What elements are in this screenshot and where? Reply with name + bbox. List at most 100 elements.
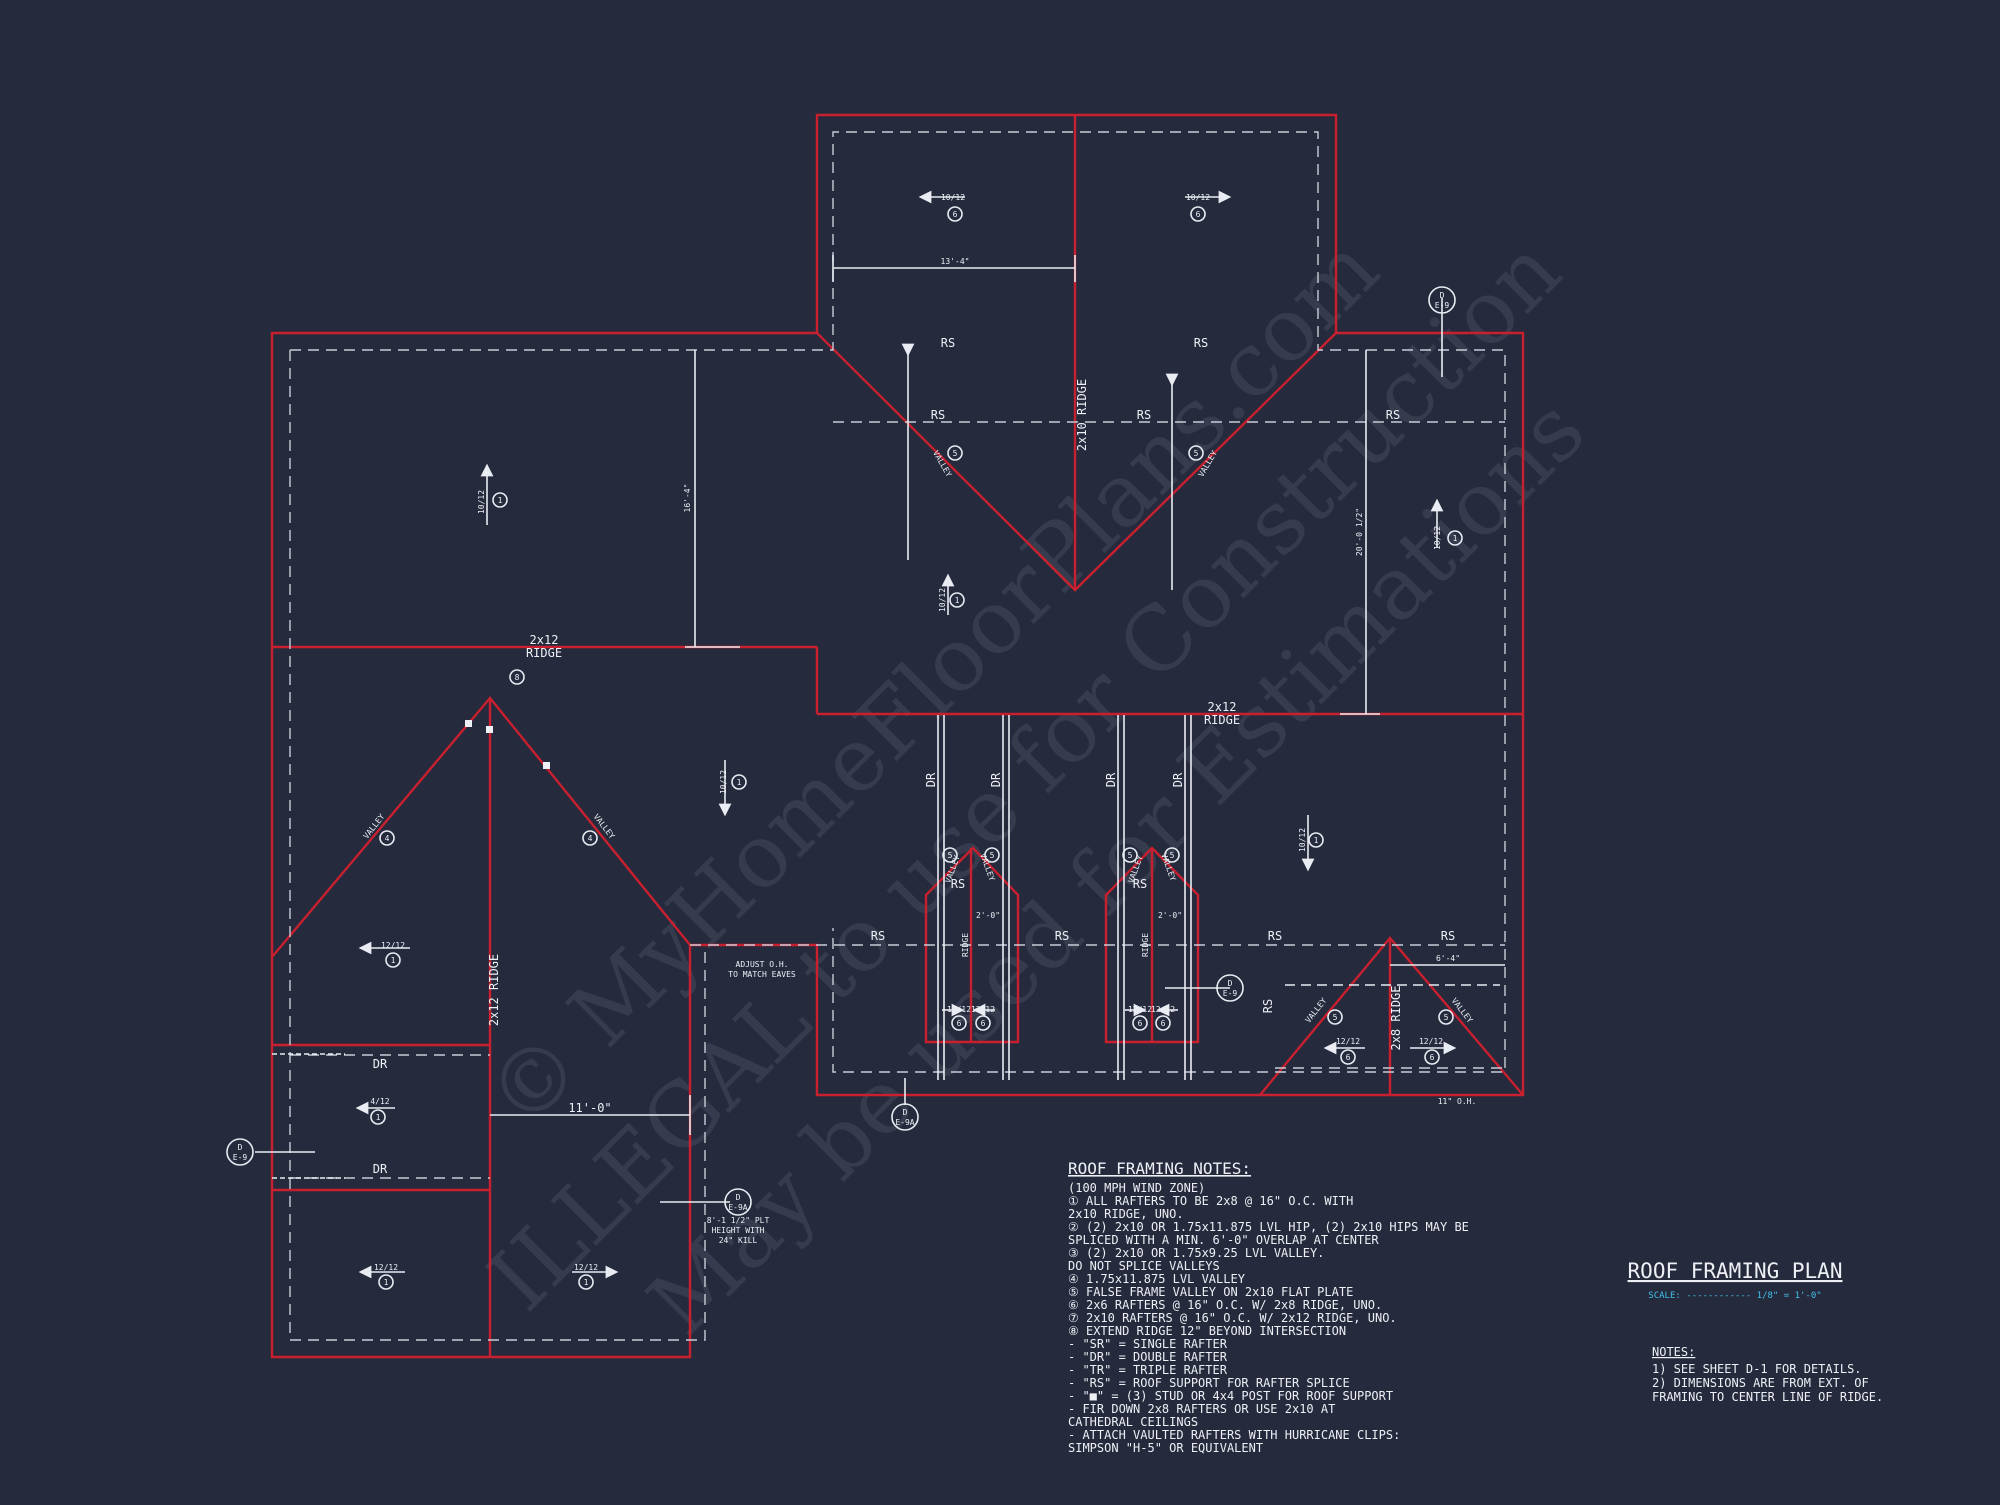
note-line: (100 MPH WIND ZONE) [1068,1181,1205,1195]
pitch-label: 12/12 [574,1263,598,1272]
svg-text:8: 8 [515,673,520,682]
svg-text:D: D [1228,979,1233,988]
rs-labels: RS RS RS RS RS RS RS RS RS RS RS RS [871,336,1455,1013]
detail-marker-bottom: DE-9A [891,1103,919,1131]
callout-text: HEIGHT WITH [712,1226,765,1235]
rs-label: RS [931,408,945,422]
pitch-label: 10/12 [941,193,965,202]
note-line: ④ 1.75x11.875 LVL VALLEY [1068,1272,1246,1286]
callout-1: 1 [492,492,508,508]
svg-text:6: 6 [1138,1019,1143,1028]
valley-v [816,332,1337,592]
general-notes: NOTES: 1) SEE SHEET D-1 FOR DETAILS. 2) … [1652,1345,1883,1404]
pitch-arrows [355,190,1457,1279]
svg-text:5: 5 [953,449,958,458]
callout-text: 8'-1 1/2" PLT [707,1216,770,1225]
note-line: - "RS" = ROOF SUPPORT FOR RAFTER SPLICE [1068,1376,1350,1390]
svg-text:5: 5 [1194,449,1199,458]
svg-text:1: 1 [498,496,503,505]
post-square [486,726,493,733]
dimension: 11" O.H. [1438,1097,1477,1106]
dimension: 16'-4" [683,484,692,513]
roof-framing-notes: ROOF FRAMING NOTES: (100 MPH WIND ZONE) … [1068,1159,1469,1455]
post-square [465,720,472,727]
ridge-label: 2x10 RIDGE [1075,379,1089,451]
svg-text:6: 6 [957,1019,962,1028]
svg-text:1: 1 [955,596,960,605]
callout-6: 6 [975,1015,991,1031]
note-line: ① ALL RAFTERS TO BE 2x8 @ 16" O.C. WITH [1068,1194,1353,1208]
svg-text:5: 5 [1170,851,1175,860]
svg-text:D: D [903,1108,908,1117]
callout-6: 6 [1424,1049,1440,1065]
svg-text:1: 1 [1453,534,1458,543]
svg-text:E-9: E-9 [1223,989,1238,998]
detail-marker-center: DE-9 [1216,974,1244,1002]
svg-text:5: 5 [1444,1013,1449,1022]
pitch-label: 10/12 [938,588,947,612]
callout-5: 5 [1438,1009,1454,1025]
text-callouts: ADJUST O.H. TO MATCH EAVES 8'-1 1/2" PLT… [707,960,796,1245]
drawing-scale: SCALE: ------------ 1/8" = 1'-0" [1648,1291,1821,1301]
callout-6: 6 [1132,1015,1148,1031]
callout-6: 6 [1190,206,1206,222]
callout-text: ADJUST O.H. [736,960,789,969]
general-note-line: FRAMING TO CENTER LINE OF RIDGE. [1652,1390,1883,1404]
note-line: ⑧ EXTEND RIDGE 12" BEYOND INTERSECTION [1068,1324,1346,1338]
note-line: - "■" = (3) STUD OR 4x4 POST FOR ROOF SU… [1068,1389,1393,1403]
title-block: ROOF FRAMING PLAN SCALE: ------------ 1/… [1628,1259,1843,1301]
pitch-label: 10/12 [1298,828,1307,852]
ridge-label: RIDGE [1141,933,1150,957]
callout-5: 5 [1188,445,1204,461]
detail-marker-top-right: DE-9 [1428,286,1456,314]
dormer-2 [1104,846,1200,1044]
ridge-label: 2x8 RIDGE [1389,985,1403,1050]
dr-label: DR [373,1162,388,1176]
pitch-label: 4/12 [370,1097,389,1106]
note-line: - "DR" = DOUBLE RAFTER [1068,1350,1228,1364]
dr-label: DR [989,772,1003,787]
pitch-label: 10/12 [477,490,486,514]
svg-text:1: 1 [737,778,742,787]
dr-label: DR [1104,772,1118,787]
svg-text:5: 5 [1128,851,1133,860]
svg-text:1: 1 [384,1278,389,1287]
svg-text:6: 6 [1430,1053,1435,1062]
rs-label: RS [1386,408,1400,422]
detail-markers: DE-9 DE-9 DE-9A DE-9 DE-9A [226,286,1456,1216]
dr-label: DR [1171,772,1185,787]
note-line: DO NOT SPLICE VALLEYS [1068,1259,1220,1273]
svg-text:4: 4 [588,834,593,843]
pitch-labels: 10/12 10/12 10/12 10/12 10/12 10/12 10/1… [370,193,1443,1272]
rs-label: RS [1194,336,1208,350]
svg-text:5: 5 [948,851,953,860]
dimension: 2'-0" [1158,911,1182,920]
valley-label: VALLEY [1450,996,1475,1024]
callout-1: 1 [578,1274,594,1290]
pitch-label: 12/12 [971,1005,995,1014]
pitch-label: 12/12 [1336,1037,1360,1046]
drawing-title: ROOF FRAMING PLAN [1628,1259,1843,1283]
note-line: - FIR DOWN 2x8 RAFTERS OR USE 2x10 AT [1068,1402,1335,1416]
note-line: CATHEDRAL CEILINGS [1068,1415,1198,1429]
ridge-label: RIDGE [1204,713,1240,727]
callout-1: 1 [378,1274,394,1290]
callout-1: 1 [1308,832,1324,848]
svg-text:D: D [1440,291,1445,300]
dimension: 2'-0" [976,911,1000,920]
svg-text:D: D [736,1193,741,1202]
svg-text:6: 6 [1346,1053,1351,1062]
callout-6: 6 [947,206,963,222]
svg-text:E-9A: E-9A [895,1118,914,1127]
svg-text:E-9A: E-9A [728,1203,747,1212]
dr-labels: DR DR DR DR DR DR [373,772,1185,1176]
ridge-size: 2x12 [1208,700,1237,714]
pitch-label: 12/12 [1151,1005,1175,1014]
roof-outline [270,113,1525,1359]
dr-label: DR [924,772,938,787]
note-line: - ATTACH VAULTED RAFTERS WITH HURRICANE … [1068,1428,1400,1442]
post-markers [465,720,550,769]
callout-5: 5 [1122,847,1138,863]
